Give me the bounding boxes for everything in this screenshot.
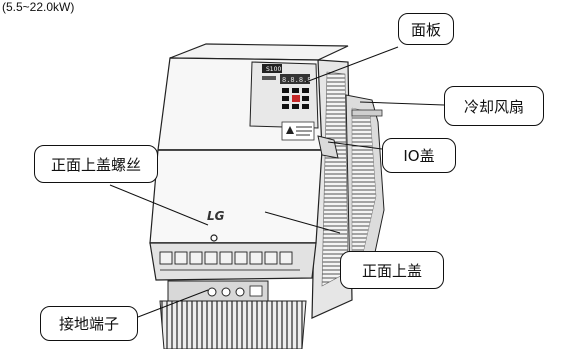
ground-terminal-block — [167, 280, 269, 302]
callout-cooling-fan: 冷却风扇 — [444, 86, 544, 126]
cover-screw-icon — [210, 234, 218, 242]
warning-label — [281, 121, 315, 141]
housing-top — [169, 43, 349, 61]
svg-text:S100: S100 — [266, 66, 281, 73]
callout-panel: 面板 — [398, 13, 454, 45]
callout-front-cover: 正面上盖 — [340, 251, 444, 289]
callout-leaders — [109, 46, 445, 318]
callout-front-cover-screw: 正面上盖螺丝 — [34, 145, 158, 183]
callout-io-cover: IO盖 — [382, 138, 456, 173]
keypad-panel: S100 8.8.8.8 — [249, 61, 319, 129]
io-cover — [317, 135, 339, 159]
front-lower-cover — [149, 149, 323, 244]
fan-bracket — [351, 109, 383, 117]
power-range-label: (5.5~22.0kW) — [2, 0, 75, 14]
callout-ground-terminal: 接地端子 — [40, 306, 138, 341]
brand-logo: LG — [207, 209, 225, 223]
terminal-screws — [159, 251, 293, 265]
svg-text:8.8.8.8: 8.8.8.8 — [282, 76, 312, 84]
heatsink-fins — [159, 300, 307, 349]
